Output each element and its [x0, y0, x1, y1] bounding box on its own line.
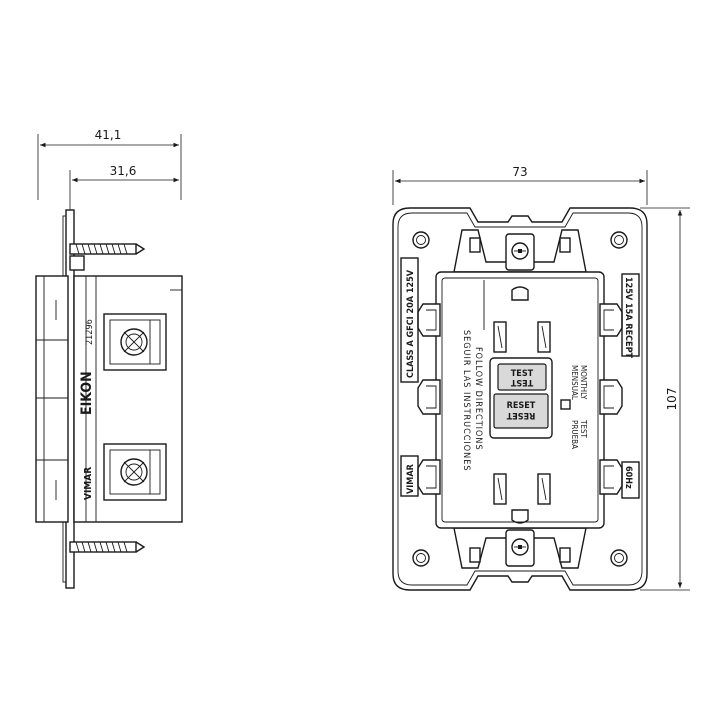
rating-left: CLASS A GFCI 20A 125V — [400, 257, 419, 383]
dim-107-label: 107 — [665, 388, 679, 411]
test-button-label: TEST — [511, 369, 534, 379]
side-terminal-bottom — [103, 443, 167, 501]
monthly-es: MENSUAL — [570, 365, 579, 400]
side-screw-top — [69, 243, 146, 271]
dim-73-label: 73 — [512, 165, 527, 179]
rating-right-top: 125V 15A RECEPT — [621, 273, 640, 359]
reset-button-label-es: RESET — [506, 410, 535, 420]
front-view: 73 107 — [392, 165, 690, 591]
side-clips — [417, 303, 623, 495]
side-maker-label: VIMAR — [83, 467, 94, 500]
dimension-side-body: 31,6 — [69, 164, 179, 210]
svg-text:60Hz: 60Hz — [623, 466, 633, 489]
svg-text:CLASS A GFCI 20A 125V: CLASS A GFCI 20A 125V — [406, 269, 416, 378]
gfci-buttons: TEST TEST RESET RESET — [489, 357, 553, 439]
dimension-front-height: 107 — [640, 207, 690, 591]
dim-41-label: 41,1 — [95, 128, 122, 142]
front-maker-label: VIMAR — [400, 455, 419, 497]
test-button-label-es: TEST — [510, 377, 533, 387]
front-bottom-yoke — [453, 527, 587, 569]
side-code-label: 21296 — [85, 319, 95, 345]
side-terminal-top — [103, 313, 167, 371]
dimension-side-total: 41,1 — [37, 128, 182, 200]
indicator-light — [560, 399, 571, 410]
reset-button-label: RESET — [507, 401, 536, 411]
side-brand-label: EIKON — [79, 371, 95, 415]
test-label-es: PRUEBA — [570, 420, 579, 449]
front-top-yoke — [453, 229, 587, 273]
outlet-bottom — [493, 473, 551, 524]
dimension-front-width: 73 — [392, 165, 648, 205]
side-screw-bottom — [69, 541, 146, 553]
instructions-es: SEGUIR LAS INSTRUCCIONES — [461, 330, 471, 471]
instructions-en: FOLLOW DIRECTIONS — [473, 347, 483, 451]
svg-text:VIMAR: VIMAR — [406, 463, 416, 494]
test-button[interactable] — [497, 363, 547, 391]
outlet-top — [493, 286, 551, 353]
reset-button[interactable] — [493, 393, 549, 429]
side-back-cover — [35, 275, 69, 523]
test-label-en: TEST — [579, 419, 588, 439]
front-mounting-holes — [412, 231, 628, 567]
rating-right-bottom: 60Hz — [621, 461, 640, 499]
side-view: 41,1 31,6 — [35, 128, 183, 589]
svg-text:125V 15A RECEPT: 125V 15A RECEPT — [623, 277, 633, 359]
dim-31-label: 31,6 — [110, 164, 137, 178]
monthly-en: MONTHLY — [579, 365, 588, 400]
